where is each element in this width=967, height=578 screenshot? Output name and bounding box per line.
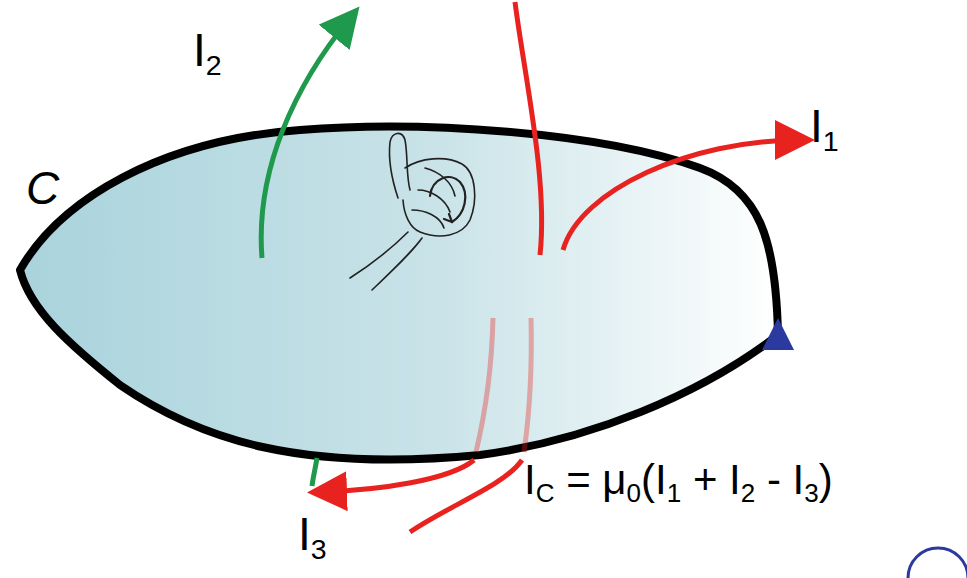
glyph-run: -	[767, 456, 781, 503]
subscript: 3	[311, 533, 327, 565]
subscript: 0	[627, 478, 641, 508]
ampere-equation: IC = μ0(I1 + I2 - I3)	[524, 456, 833, 504]
current-label: I2	[193, 24, 222, 77]
glyph-run: I	[524, 456, 536, 503]
glyph-run: I	[810, 100, 823, 152]
subscript: C	[536, 478, 555, 508]
glyph-run: I	[729, 456, 741, 503]
glyph-run: μ	[602, 456, 626, 503]
curve-c-surface	[20, 127, 778, 460]
current-arrow	[322, 460, 474, 492]
glyph-run: C	[26, 162, 59, 214]
current-line	[410, 460, 522, 532]
glyph-run	[681, 456, 693, 503]
current-arrow	[563, 140, 800, 250]
current-arrow	[261, 18, 350, 258]
glyph-run	[755, 456, 767, 503]
glyph-run: I	[298, 508, 311, 560]
glyph-run: +	[693, 456, 718, 503]
glyph-run: )	[819, 456, 833, 503]
subscript: 2	[206, 49, 222, 81]
subscript: 1	[823, 125, 839, 157]
glyph-run	[717, 456, 729, 503]
orientation-triangle	[762, 318, 794, 350]
current-line-faded	[524, 318, 531, 452]
subscript: 3	[804, 478, 818, 508]
right-hand-sketch	[350, 133, 475, 290]
glyph-run	[781, 456, 793, 503]
current-line	[312, 458, 317, 486]
glyph-run: I	[193, 24, 206, 76]
glyph-run: =	[566, 456, 591, 503]
current-label: I1	[810, 100, 839, 153]
glyph-run: (	[641, 456, 655, 503]
logo-badge	[908, 548, 967, 578]
subscript: 2	[741, 478, 755, 508]
current-line	[515, 2, 542, 255]
curve-label: C	[26, 162, 59, 215]
current-label: I3	[298, 508, 327, 561]
glyph-run	[591, 456, 603, 503]
glyph-run: I	[655, 456, 667, 503]
glyph-run	[554, 456, 566, 503]
current-line-faded	[476, 318, 493, 452]
subscript: 1	[667, 478, 681, 508]
glyph-run: I	[793, 456, 805, 503]
